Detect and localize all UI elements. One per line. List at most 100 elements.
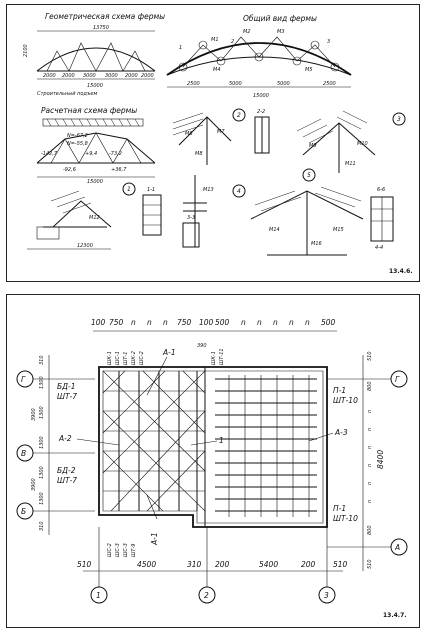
node-detail-4-num: 4	[237, 188, 241, 195]
member-m8: M8	[195, 151, 203, 157]
axis-col-2-label: 2	[204, 591, 209, 600]
node-detail-3-num: 3	[397, 116, 401, 123]
gen-dim-3: 5000	[277, 81, 290, 87]
load-g: +36,7	[111, 167, 127, 173]
top-dim-11: n	[273, 318, 278, 327]
gen-callout-2: 2	[231, 39, 234, 45]
node-detail-1-marker	[122, 182, 136, 196]
design-load-strip	[42, 118, 144, 127]
label-bd-1: БД-1	[57, 382, 75, 391]
axis-row-v-left-label: В	[21, 449, 26, 458]
load-a: N=-67,2	[67, 133, 88, 139]
callout-390: 390	[197, 343, 207, 349]
plan-drawing: 100 750 n n n 750 100 500 n n n n n 500 …	[16, 318, 408, 619]
top-dim-13: n	[305, 318, 310, 327]
left-total-1: 3900	[31, 408, 37, 421]
geo-web	[46, 42, 146, 72]
geo-seg-4: 3000	[105, 73, 118, 79]
node-detail-2-marker	[232, 108, 246, 122]
member-m11: M11	[345, 161, 356, 167]
node-detail-3-marker	[392, 112, 406, 126]
right-total: 8400	[376, 450, 385, 469]
label-shk-2: ШК-2	[131, 351, 137, 365]
truss-drawing: Геометрическая схема фермы 13750 2000 20…	[23, 12, 413, 275]
member-m7: M7	[217, 129, 225, 135]
right-dim-4: n	[367, 428, 373, 431]
top-dim-5: n	[163, 318, 168, 327]
plan-inner-outline	[102, 370, 324, 524]
callout-a-1-top: А-1	[162, 348, 176, 357]
section-1-1-ribs	[143, 204, 161, 226]
top-dim-10: n	[257, 318, 262, 327]
design-load-hatch	[46, 118, 140, 127]
gen-span: 15000	[253, 93, 269, 99]
section-1-1: 1-1	[147, 187, 155, 193]
section-3-3: 3-3	[187, 215, 195, 221]
label-shs-3-b: ШС-3	[123, 543, 129, 557]
left-zone-grid	[102, 370, 206, 512]
load-e: -73,2	[109, 151, 122, 157]
label-sht-10-a: ШТ-10	[333, 396, 358, 405]
top-dim-9: n	[241, 318, 246, 327]
member-m4: M4	[213, 67, 221, 73]
member-m9: M9	[309, 143, 317, 149]
label-sht-9: ШТ-9	[131, 544, 137, 557]
right-zone-rows	[215, 378, 317, 512]
node5-hatch	[254, 186, 362, 212]
bottom-dim-5: 5400	[259, 560, 278, 569]
right-dim-9: 800	[367, 525, 373, 535]
top-dim-2: 750	[109, 318, 124, 327]
label-p-1-a: П-1	[333, 386, 346, 395]
node2-members	[178, 116, 232, 165]
member-m6: M6	[185, 131, 193, 137]
axis-col-1-label: 1	[96, 591, 101, 600]
label-sht-10-b: ШТ-10	[333, 514, 358, 523]
right-dim-7: n	[367, 482, 373, 485]
right-dim-6: n	[367, 464, 373, 467]
gen-node-1	[178, 62, 188, 72]
drawing-sheet-plan: 100 750 n n n 750 100 500 n n n n n 500 …	[6, 294, 420, 628]
geo-height: 2100	[23, 44, 29, 57]
left-zone-rows	[103, 390, 205, 492]
member-m15: M15	[333, 227, 344, 233]
gen-dim-2: 5000	[229, 81, 242, 87]
leader-a-1-top	[146, 356, 168, 396]
figure-number-bottom: 13.4.7.	[383, 612, 407, 619]
member-m1: M1	[211, 37, 219, 43]
geo-span: 15000	[87, 83, 103, 89]
load-c: -142,7	[41, 151, 58, 157]
label-sht-11: ШТ-11	[219, 348, 225, 365]
node-detail-5-num: 5	[307, 172, 311, 179]
member-m10: M10	[357, 141, 368, 147]
axis-col-1	[90, 586, 108, 604]
load-b: N=-55,8	[67, 141, 88, 147]
member-m13: M13	[203, 187, 214, 193]
member-m3: M3	[277, 29, 285, 35]
section-6-6: 6-6	[377, 187, 385, 193]
axis-col-3-label: 3	[324, 591, 329, 600]
left-dim-1: 310	[39, 355, 45, 365]
drawing-sheet-truss: Геометрическая схема фермы 13750 2000 20…	[6, 4, 420, 282]
geo-seg-1: 2000	[43, 73, 56, 79]
load-d: +9,4	[85, 151, 97, 157]
label-shs-1: ШС-1	[115, 351, 121, 365]
label-a-2: А-2	[58, 434, 72, 443]
gen-callout-3: 3	[327, 39, 330, 45]
dim-top-left: 13750	[93, 25, 109, 31]
callout-a-1-bottom: А-1	[150, 532, 159, 546]
gen-node-3	[216, 56, 226, 66]
node-detail-2-num: 2	[237, 112, 241, 119]
bottom-dim-1: 510	[77, 560, 92, 569]
label-shs-3-a: ШС-3	[115, 543, 121, 557]
section-4-4: 4-4	[375, 245, 383, 251]
right-dim-10: 510	[367, 559, 373, 569]
label-bd-2: БД-2	[57, 466, 76, 475]
gen-bottom-chord	[166, 56, 352, 76]
leader-a-3	[308, 432, 334, 442]
left-dim-2: 1300	[39, 376, 45, 389]
left-dim-6: 1300	[39, 492, 45, 505]
axis-row-b-left-label: Б	[21, 507, 26, 516]
gen-node-2	[198, 40, 208, 50]
title-geometric-scheme: Геометрическая схема фермы	[45, 12, 165, 21]
label-sht-7-a: ШТ-7	[57, 392, 77, 401]
